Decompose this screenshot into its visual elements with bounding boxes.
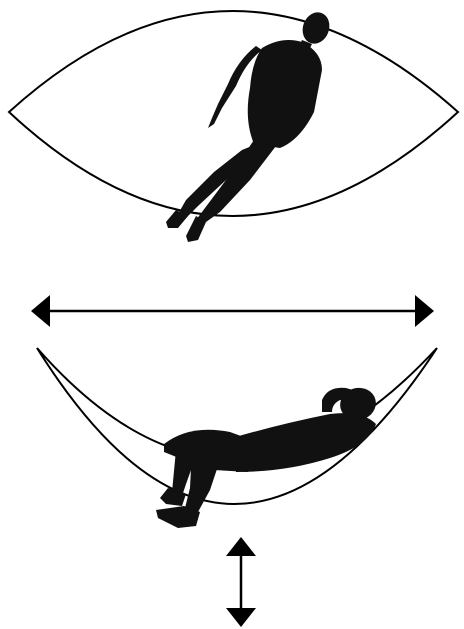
depth-arrow-top-head <box>226 537 256 556</box>
top-view-panel <box>9 9 458 242</box>
depth-arrow-bottom-head <box>226 608 256 627</box>
width-arrow-left-head <box>31 295 50 327</box>
side-view-panel <box>37 348 437 528</box>
side-hammock-outline <box>37 348 437 504</box>
width-arrow <box>31 295 434 327</box>
depth-arrow <box>226 537 256 627</box>
width-arrow-right-head <box>415 295 434 327</box>
